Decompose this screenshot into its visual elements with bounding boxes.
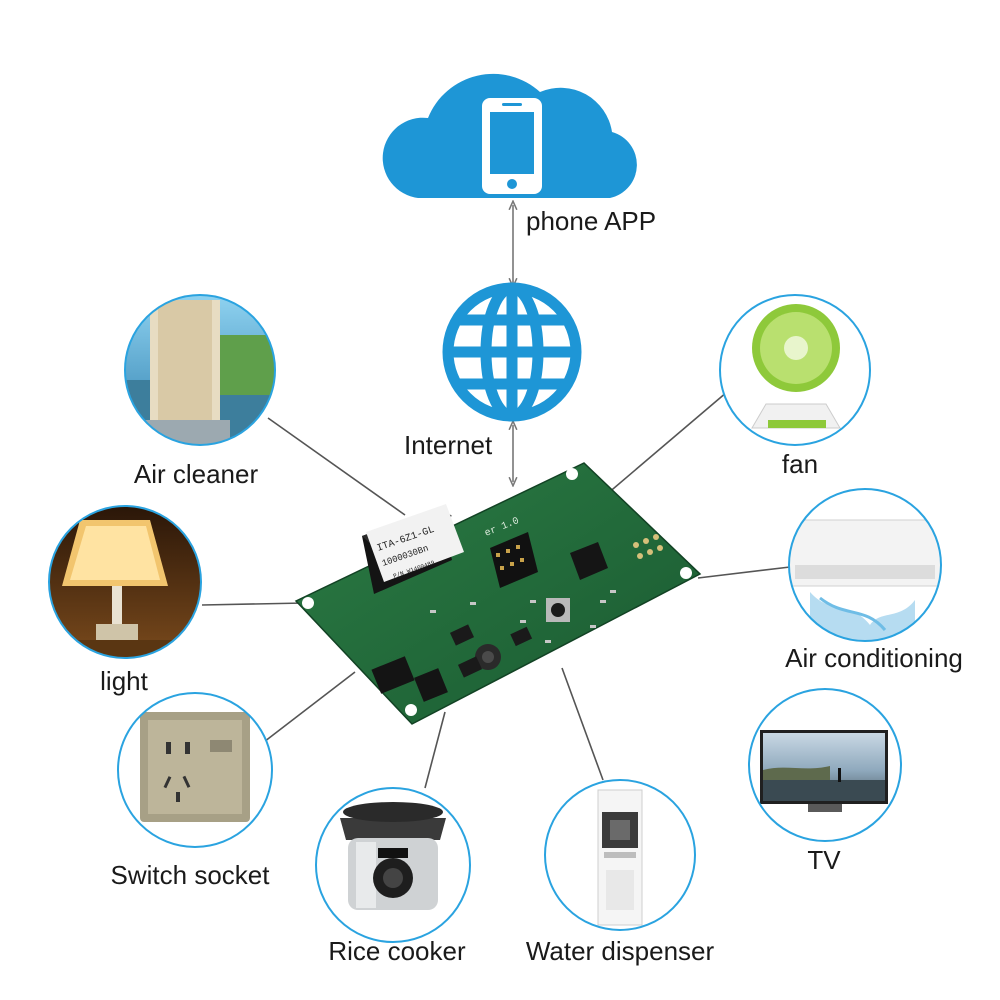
globe-icon [442,282,582,422]
connector-lines [201,391,791,789]
label-water-dispenser: Water dispenser [525,936,715,966]
label-air-cleaner: Air cleaner [133,459,259,489]
label-fan: fan [781,449,819,479]
phone-icon [482,98,542,194]
fan-image [719,294,871,446]
water-dispenser-image [544,779,696,931]
label-switch-socket: Switch socket [110,860,270,890]
relay-module-board: ITA-6Z1-GL 1000030Bn P/N W1400489 er 1.0 [294,462,702,725]
air-conditioning-image [788,488,942,642]
air-cleaner-image [124,294,276,446]
label-light: light [100,666,148,696]
label-rice-cooker: Rice cooker [328,936,466,966]
label-air-conditioning: Air conditioning [785,643,963,673]
label-internet: Internet [404,430,493,460]
switch-socket-image [117,692,273,848]
light-image [48,505,202,659]
rice-cooker-image [315,787,471,943]
tv-image [748,688,902,842]
label-tv: TV [807,845,841,875]
label-phone-app: phone APP [526,206,657,236]
